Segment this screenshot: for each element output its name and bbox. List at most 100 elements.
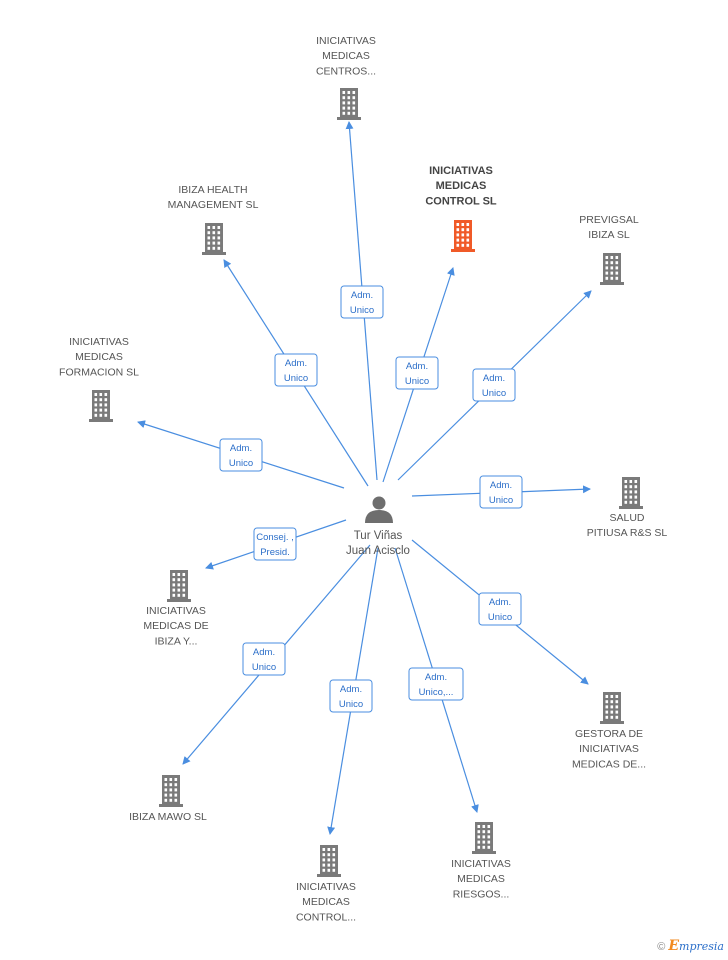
company-name-line: INICIATIVAS — [579, 743, 639, 755]
company-name-line: IBIZA HEALTH — [178, 184, 247, 196]
role-label-text: Adm. — [406, 361, 428, 372]
building-icon — [600, 692, 624, 724]
company-name-line: MEDICAS — [436, 180, 487, 192]
company-name-line: INICIATIVAS — [146, 605, 206, 617]
role-label-control-sl[interactable]: Adm. Unico — [395, 356, 439, 390]
role-label-box — [479, 475, 523, 509]
person-icon — [365, 496, 393, 523]
role-label-text: Adm. — [230, 443, 252, 454]
company-name-line: IBIZA SL — [588, 229, 630, 241]
role-label-text: Unico,... — [419, 687, 454, 698]
copyright-icon: © — [657, 941, 666, 953]
company-name-line: PITIUSA R&S SL — [587, 527, 668, 539]
company-node-control-dots[interactable]: INICIATIVAS MEDICAS CONTROL... — [296, 845, 356, 923]
role-label-text: Unico — [252, 662, 276, 673]
role-label-text: Unico — [339, 699, 363, 710]
role-label-salud-pitiusa[interactable]: Adm. Unico — [479, 475, 523, 509]
role-label-box — [329, 679, 373, 713]
role-label-gestora[interactable]: Adm. Unico — [478, 592, 522, 626]
company-name-line: INICIATIVAS — [69, 336, 129, 348]
role-label-text: Adm. — [425, 672, 447, 683]
company-name-line: CONTROL... — [296, 911, 356, 923]
company-node-centros[interactable]: INICIATIVAS MEDICAS CENTROS... — [316, 35, 376, 120]
role-label-text: Adm. — [483, 373, 505, 384]
company-node-salud-pitiusa[interactable]: SALUD PITIUSA R&S SL — [587, 477, 668, 539]
role-label-box — [242, 642, 286, 676]
role-label-riesgos[interactable]: Adm. Unico,... — [408, 667, 464, 701]
company-name-line: IBIZA Y... — [155, 635, 198, 647]
building-icon — [202, 223, 226, 255]
company-node-riesgos[interactable]: INICIATIVAS MEDICAS RIESGOS... — [451, 822, 511, 900]
company-node-previgsal[interactable]: PREVIGSAL IBIZA SL — [579, 214, 639, 285]
company-name-line: INICIATIVAS — [429, 165, 493, 177]
company-node-control-sl[interactable]: INICIATIVAS MEDICAS CONTROL SL — [425, 165, 497, 252]
role-label-text: Adm. — [340, 684, 362, 695]
role-label-box — [274, 353, 318, 387]
company-name-line: MANAGEMENT SL — [168, 199, 259, 211]
person-name-line: Tur Viñas — [354, 530, 403, 542]
role-label-text: Unico — [229, 458, 253, 469]
company-node-ibiza-y[interactable]: INICIATIVAS MEDICAS DE IBIZA Y... — [143, 570, 209, 647]
role-label-box — [340, 285, 384, 319]
building-icon — [451, 220, 475, 252]
company-name-line: FORMACION SL — [59, 366, 139, 378]
company-name-line: MEDICAS — [302, 896, 350, 908]
role-label-ibiza-health[interactable]: Adm. Unico — [274, 353, 318, 387]
role-label-mawo[interactable]: Adm. Unico — [242, 642, 286, 676]
role-label-text: Unico — [405, 376, 429, 387]
brand-logo-letter: E — [668, 938, 680, 954]
company-name-line: MEDICAS DE... — [572, 758, 646, 770]
role-label-box — [472, 368, 516, 402]
role-label-text: Unico — [284, 373, 308, 384]
role-label-text: Adm. — [490, 480, 512, 491]
role-label-box — [219, 438, 263, 472]
brand-footer: © Empresia — [657, 938, 724, 954]
company-node-ibiza-health[interactable]: IBIZA HEALTH MANAGEMENT SL — [168, 184, 259, 255]
company-name-line: MEDICAS DE — [143, 620, 208, 632]
brand-logo-text: mpresia — [679, 940, 724, 953]
building-icon — [337, 88, 361, 120]
company-name-line: INICIATIVAS — [451, 858, 511, 870]
person-name-line: Juan Acisclo — [346, 545, 410, 557]
building-icon — [619, 477, 643, 509]
role-label-formacion[interactable]: Adm. Unico — [219, 438, 263, 472]
role-label-previgsal[interactable]: Adm. Unico — [472, 368, 516, 402]
building-icon — [89, 390, 113, 422]
role-label-text: Unico — [489, 495, 513, 506]
role-label-box — [395, 356, 439, 390]
company-name-line: PREVIGSAL — [579, 214, 639, 226]
company-name-line: GESTORA DE — [575, 728, 643, 740]
building-icon — [472, 822, 496, 854]
role-label-text: Unico — [488, 612, 512, 623]
building-icon — [167, 570, 191, 602]
company-node-mawo[interactable]: IBIZA MAWO SL — [129, 775, 207, 823]
role-label-box — [408, 667, 464, 701]
role-label-text: Adm. — [253, 647, 275, 658]
company-name-line: IBIZA MAWO SL — [129, 811, 207, 823]
company-name-line: MEDICAS — [75, 351, 123, 363]
role-label-text: Unico — [482, 388, 506, 399]
company-name-line: SALUD — [609, 512, 644, 524]
company-name-line: CONTROL SL — [425, 195, 497, 207]
role-label-text: Unico — [350, 305, 374, 316]
role-label-text: Adm. — [285, 358, 307, 369]
company-name-line: RIESGOS... — [453, 888, 510, 900]
building-icon — [159, 775, 183, 807]
company-name-line: MEDICAS — [457, 873, 505, 885]
role-label-control-dots[interactable]: Adm. Unico — [329, 679, 373, 713]
building-icon — [317, 845, 341, 877]
role-label-text: Adm. — [489, 597, 511, 608]
company-name-line: INICIATIVAS — [316, 35, 376, 47]
role-label-text: Consej. , — [256, 532, 294, 543]
company-name-line: MEDICAS — [322, 50, 370, 62]
company-name-line: CENTROS... — [316, 65, 376, 77]
building-icon — [600, 253, 624, 285]
company-node-gestora[interactable]: GESTORA DE INICIATIVAS MEDICAS DE... — [572, 692, 646, 770]
role-label-box — [253, 527, 297, 561]
role-label-centros[interactable]: Adm.Unico — [340, 285, 384, 319]
role-label-box — [478, 592, 522, 626]
role-label-ibiza-y[interactable]: Consej. ,Presid. — [253, 527, 297, 561]
company-node-formacion[interactable]: INICIATIVAS MEDICAS FORMACION SL — [59, 336, 139, 422]
company-name-line: INICIATIVAS — [296, 881, 356, 893]
